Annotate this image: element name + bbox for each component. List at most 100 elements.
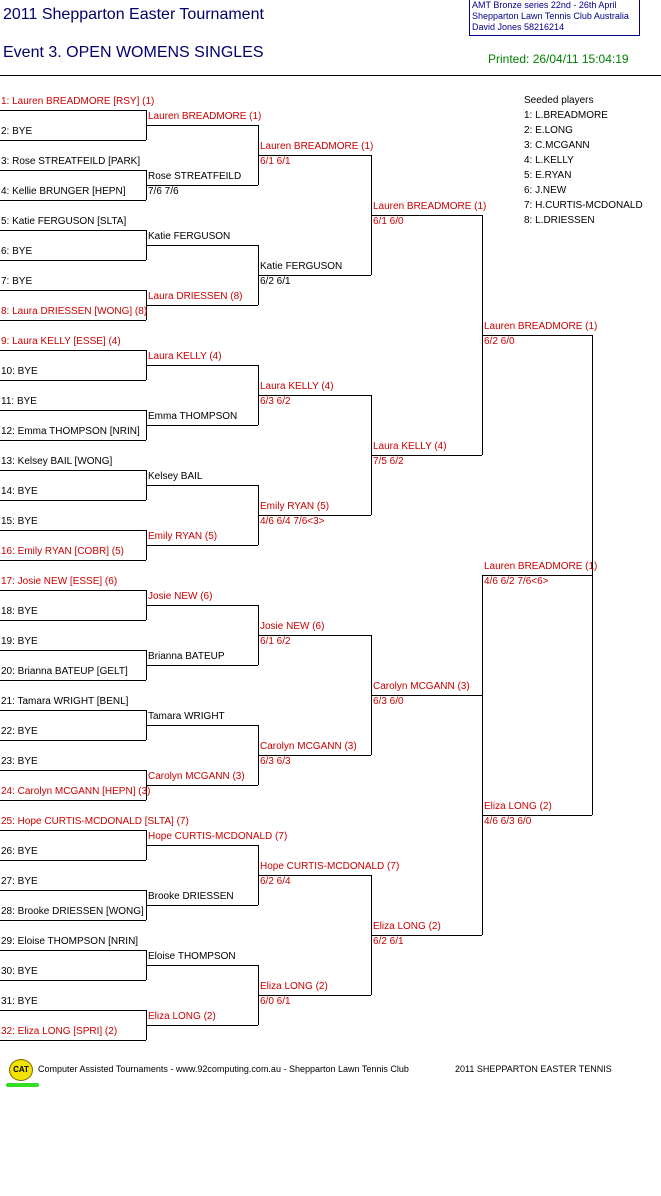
draw-entry: 27: BYE (1, 876, 38, 887)
winner-name: Katie FERGUSON (260, 261, 343, 272)
info-line: AMT Bronze series 22nd - 26th April (472, 0, 617, 10)
draw-entry: 6: BYE (1, 246, 33, 257)
footer-credit: Computer Assisted Tournaments - www.92co… (38, 1064, 409, 1074)
winner-name: Kelsey BAIL (148, 471, 203, 482)
match-score: 6/3 6/3 (260, 756, 291, 767)
draw-entry: 9: Laura KELLY [ESSE] (4) (1, 336, 121, 347)
winner-name: Eliza LONG (2) (148, 1011, 216, 1022)
seed-item: 2: E.LONG (524, 125, 573, 136)
draw-entry: 19: BYE (1, 636, 38, 647)
draw-entry: 5: Katie FERGUSON [SLTA] (1, 216, 127, 227)
winner-name: Eloise THOMPSON (148, 951, 236, 962)
winner-name: Brianna BATEUP (148, 651, 225, 662)
winner-name: Laura DRIESSEN (8) (148, 291, 243, 302)
winner-name: Laura KELLY (4) (148, 351, 222, 362)
draw-entry: 32: Eliza LONG [SPRI] (2) (1, 1026, 118, 1037)
footer-event: 2011 SHEPPARTON EASTER TENNIS (455, 1064, 612, 1074)
seed-item: 7: H.CURTIS-MCDONALD (524, 200, 643, 211)
draw-entry: 10: BYE (1, 366, 38, 377)
match-score: 7/6 7/6 (148, 186, 179, 197)
draw-entry: 11: BYE (1, 396, 37, 407)
draw-entry: 13: Kelsey BAIL [WONG] (1, 456, 113, 467)
winner-name: Eliza LONG (2) (373, 921, 441, 932)
winner-name: Lauren BREADMORE (1) (484, 321, 598, 332)
winner-name: Lauren BREADMORE (1) (148, 111, 262, 122)
winner-name: Emily RYAN (5) (260, 501, 330, 512)
match-score: 6/3 6/2 (260, 396, 291, 407)
draw-entry: 16: Emily RYAN [COBR] (5) (1, 546, 124, 557)
draw-entry: 15: BYE (1, 516, 38, 527)
seed-item: 4: L.KELLY (524, 155, 574, 166)
draw-entry: 28: Brooke DRIESSEN [WONG] (1, 906, 144, 917)
winner-name: Eliza LONG (2) (260, 981, 328, 992)
match-score: 4/6 6/4 7/6<3> (260, 516, 325, 527)
draw-entry: 31: BYE (1, 996, 38, 1007)
draw-entry: 1: Lauren BREADMORE [RSY] (1) (1, 96, 155, 107)
draw-entry: 17: Josie NEW [ESSE] (6) (1, 576, 118, 587)
event-title: Event 3. OPEN WOMENS SINGLES (3, 44, 264, 61)
match-score: 6/1 6/1 (260, 156, 291, 167)
draw-entry: 21: Tamara WRIGHT [BENL] (1, 696, 129, 707)
info-line: David Jones 58216214 (472, 22, 565, 32)
winner-name: Josie NEW (6) (260, 621, 325, 632)
draw-entry: 29: Eloise THOMPSON [NRIN] (1, 936, 139, 947)
match-score: 6/3 6/0 (373, 696, 404, 707)
seed-item: 8: L.DRIESSEN (524, 215, 595, 226)
match-score: 6/1 6/2 (260, 636, 291, 647)
winner-name: Laura KELLY (4) (373, 441, 447, 452)
info-line: Shepparton Lawn Tennis Club Australia (472, 11, 629, 21)
champion-name: Lauren BREADMORE (1) (484, 561, 598, 572)
draw-entry: 2: BYE (1, 126, 33, 137)
match-score: 6/2 6/0 (484, 336, 515, 347)
winner-name: Josie NEW (6) (148, 591, 213, 602)
winner-name: Hope CURTIS-MCDONALD (7) (260, 861, 400, 872)
match-score: 4/6 6/3 6/0 (484, 816, 532, 827)
winner-name: Lauren BREADMORE (1) (260, 141, 374, 152)
draw-entry: 30: BYE (1, 966, 38, 977)
seed-item: 5: E.RYAN (524, 170, 572, 181)
header-divider (0, 75, 661, 76)
draw-entry: 8: Laura DRIESSEN [WONG] (8) (1, 306, 148, 317)
match-score: 6/2 6/1 (260, 276, 291, 287)
winner-name: Rose STREATFEILD (148, 171, 242, 182)
winner-name: Emma THOMPSON (148, 411, 238, 422)
match-score: 6/2 6/1 (373, 936, 404, 947)
winner-name: Emily RYAN (5) (148, 531, 218, 542)
winner-name: Katie FERGUSON (148, 231, 231, 242)
winner-name: Brooke DRIESSEN (148, 891, 234, 902)
winner-name: Carolyn MCGANN (3) (373, 681, 470, 692)
draw-entry: 20: Brianna BATEUP [GELT] (1, 666, 128, 677)
match-score: 7/5 6/2 (373, 456, 404, 467)
seed-item: 6: J.NEW (524, 185, 567, 196)
draw-entry: 7: BYE (1, 276, 33, 287)
draw-entry: 22: BYE (1, 726, 38, 737)
match-score: 6/1 6/0 (373, 216, 404, 227)
seed-item: 1: L.BREADMORE (524, 110, 608, 121)
logo-underline (6, 1083, 39, 1087)
winner-name: Carolyn MCGANN (3) (260, 741, 357, 752)
draw-entry: 4: Kellie BRUNGER [HEPN] (1, 186, 126, 197)
seeds-heading: Seeded players (524, 95, 594, 106)
winner-name: Eliza LONG (2) (484, 801, 552, 812)
draw-entry: 3: Rose STREATFEILD [PARK] (1, 156, 141, 167)
tournament-title: 2011 Shepparton Easter Tournament (3, 6, 264, 23)
winner-name: Laura KELLY (4) (260, 381, 334, 392)
draw-entry: 25: Hope CURTIS-MCDONALD [SLTA] (7) (1, 816, 189, 827)
printed-timestamp: Printed: 26/04/11 15:04:19 (488, 52, 629, 66)
draw-entry: 24: Carolyn MCGANN [HEPN] (3) (1, 786, 151, 797)
draw-entry: 18: BYE (1, 606, 38, 617)
match-score: 6/0 6/1 (260, 996, 291, 1007)
winner-name: Hope CURTIS-MCDONALD (7) (148, 831, 288, 842)
tournament-info-box: AMT Bronze series 22nd - 26th April Shep… (469, 0, 640, 36)
cat-logo: CAT (9, 1059, 33, 1081)
draw-entry: 14: BYE (1, 486, 38, 497)
winner-name: Tamara WRIGHT (148, 711, 225, 722)
winner-name: Carolyn MCGANN (3) (148, 771, 245, 782)
winner-name: Lauren BREADMORE (1) (373, 201, 487, 212)
draw-entry: 23: BYE (1, 756, 38, 767)
draw-entry: 12: Emma THOMPSON [NRIN] (1, 426, 140, 437)
match-score: 6/2 6/4 (260, 876, 291, 887)
draw-entry: 26: BYE (1, 846, 38, 857)
final-score: 4/6 6/2 7/6<6> (484, 576, 549, 587)
